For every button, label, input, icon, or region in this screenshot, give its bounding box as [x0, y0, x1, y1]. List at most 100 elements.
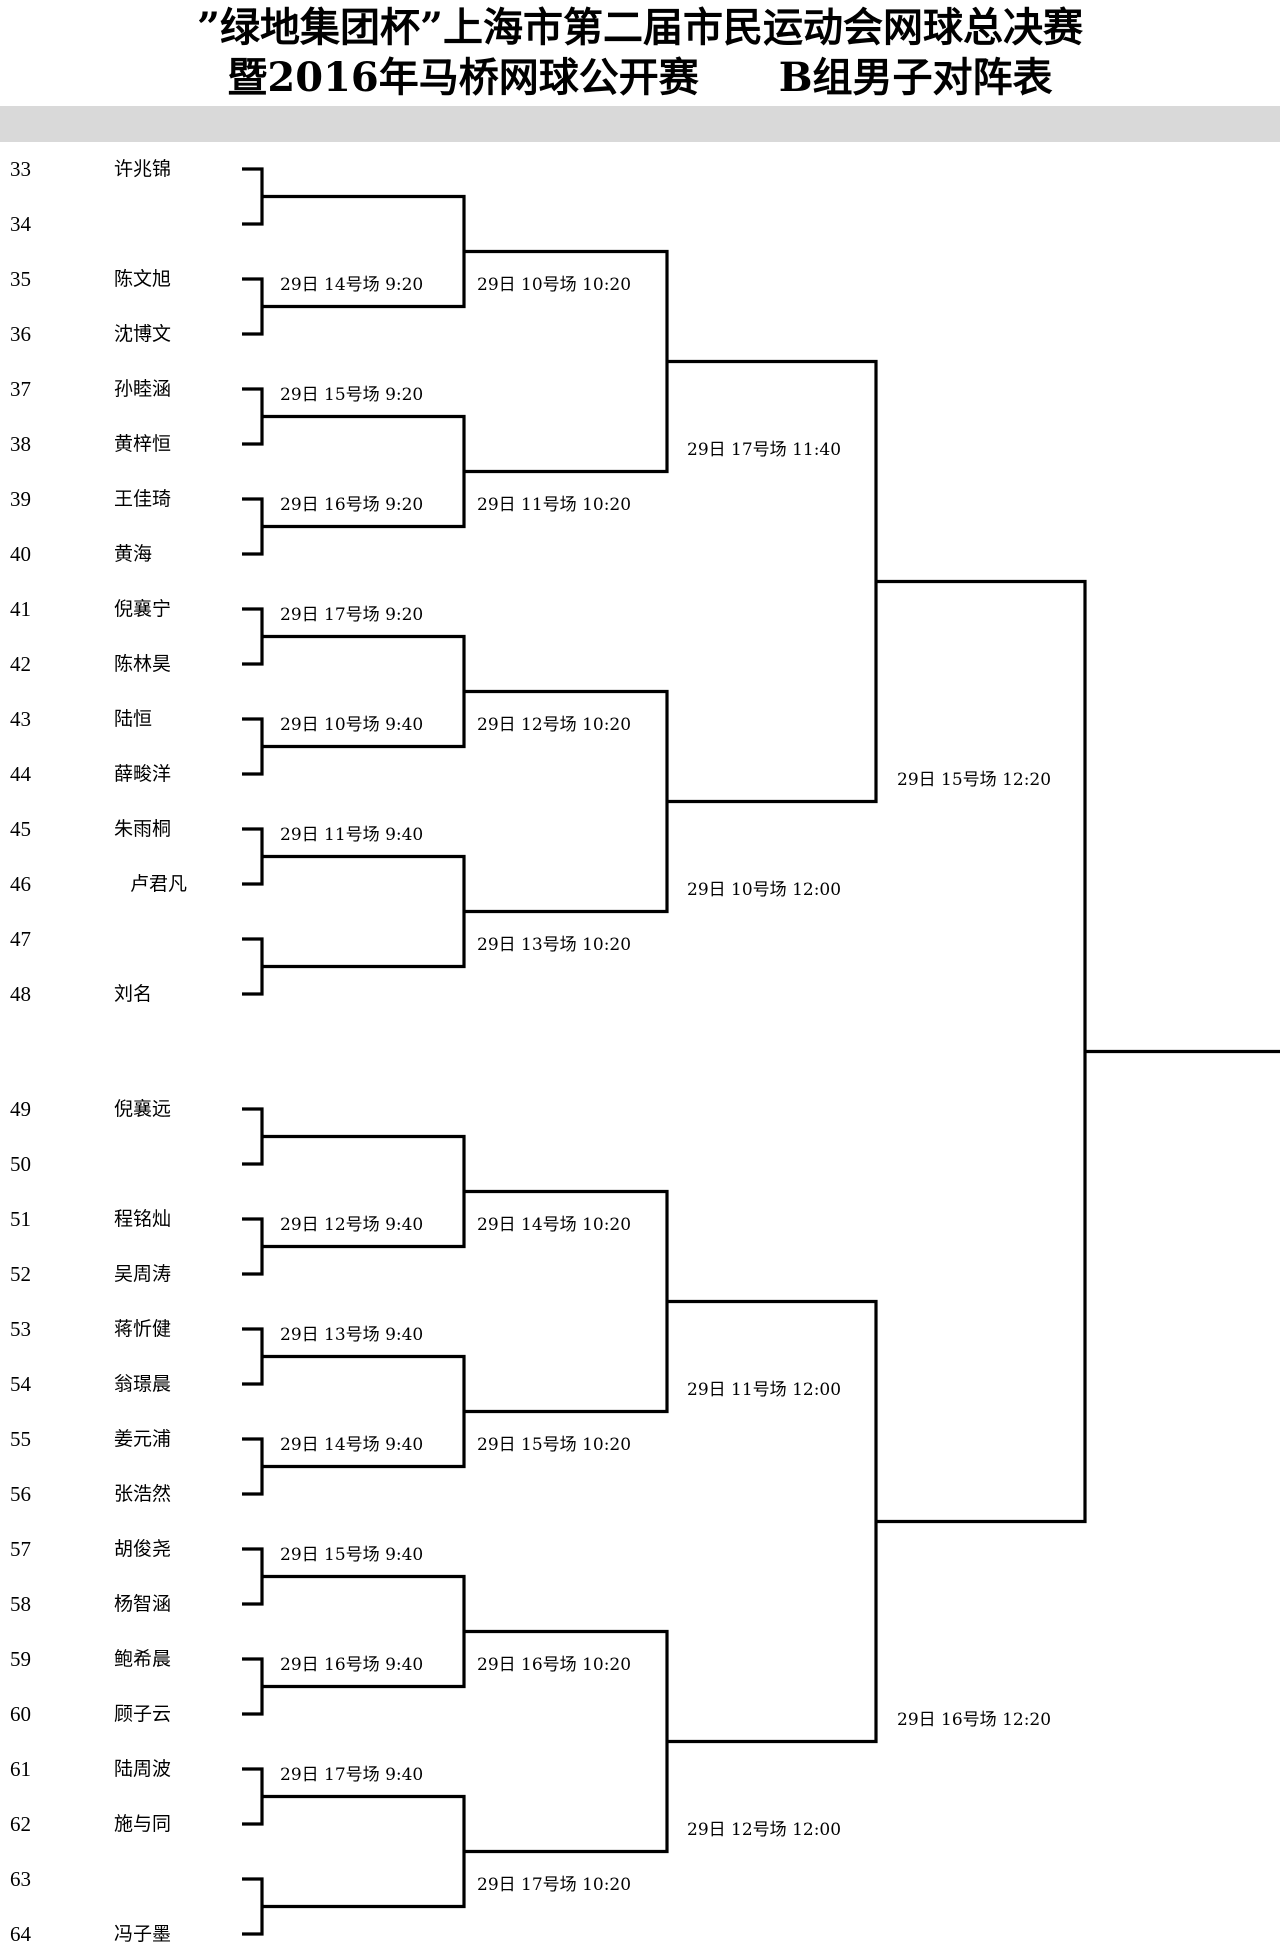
round1-bracket	[242, 167, 264, 226]
seed-number: 58	[10, 1592, 31, 1616]
round1-bracket	[242, 277, 264, 336]
player-name: 鲍希晨	[114, 1648, 172, 1670]
title-line-2: 暨2016年马桥网球公开赛 B组男子对阵表	[227, 54, 1053, 101]
match-label-round1: 29日 10号场 9:40	[280, 714, 424, 735]
seed-number: 57	[10, 1537, 31, 1561]
seed-number: 50	[10, 1152, 31, 1176]
round1-bracket	[242, 497, 264, 556]
player-name: 薛畯洋	[114, 763, 172, 785]
match-label-round3: 29日 12号场 12:00	[687, 1819, 842, 1840]
player-name: 陈文旭	[114, 268, 172, 290]
player-name: 陆恒	[114, 708, 153, 730]
seed-number: 54	[10, 1372, 31, 1396]
player-name: 顾子云	[114, 1703, 172, 1725]
seed-number: 56	[10, 1482, 31, 1506]
match-label-round2: 29日 17号场 10:20	[477, 1874, 632, 1895]
match-label-round3: 29日 11号场 12:00	[687, 1379, 842, 1400]
seed-number: 64	[10, 1922, 31, 1946]
player-name: 蒋忻健	[114, 1318, 172, 1340]
round1-bracket	[242, 1327, 264, 1386]
player-name: 沈博文	[114, 323, 172, 345]
player-name: 陆周波	[114, 1758, 172, 1780]
seed-number: 61	[10, 1757, 31, 1781]
round1-bracket	[242, 387, 264, 446]
player-name: 冯子墨	[114, 1923, 172, 1945]
round1-bracket	[242, 717, 264, 776]
seed-number: 62	[10, 1812, 31, 1836]
match-label-round2: 29日 12号场 10:20	[477, 714, 632, 735]
round2-bracket	[262, 1794, 466, 1909]
header-band	[0, 106, 1280, 142]
match-label-round1: 29日 17号场 9:20	[280, 604, 424, 625]
player-name: 胡俊尧	[114, 1538, 172, 1560]
match-label-round1: 29日 13号场 9:40	[280, 1324, 424, 1345]
player-name: 陈林昊	[114, 653, 172, 675]
seed-number: 52	[10, 1262, 31, 1286]
seed-number: 35	[10, 267, 31, 291]
seed-number: 49	[10, 1097, 31, 1121]
seed-number: 60	[10, 1702, 31, 1726]
match-label-round1: 29日 14号场 9:40	[280, 1434, 424, 1455]
seed-number: 33	[10, 157, 31, 181]
player-name: 王佳琦	[114, 488, 172, 510]
player-name: 许兆锦	[114, 158, 172, 180]
seed-number: 53	[10, 1317, 31, 1341]
player-name: 黄梓恒	[114, 433, 172, 455]
match-label-round1: 29日 17号场 9:40	[280, 1764, 424, 1785]
player-name: 施与同	[114, 1813, 172, 1835]
player-name: 朱雨桐	[114, 818, 172, 840]
seed-number: 42	[10, 652, 31, 676]
seed-number: 47	[10, 927, 31, 951]
match-label-round2: 29日 10号场 10:20	[477, 274, 632, 295]
seed-number: 43	[10, 707, 31, 731]
round1-bracket	[242, 1877, 264, 1936]
player-name: 孙睦涵	[114, 378, 172, 400]
match-label-round3: 29日 17号场 11:40	[687, 439, 842, 460]
match-label-round2: 29日 13号场 10:20	[477, 934, 632, 955]
match-label-round2: 29日 14号场 10:20	[477, 1214, 632, 1235]
round1-bracket	[242, 607, 264, 666]
match-label-round1: 29日 12号场 9:40	[280, 1214, 424, 1235]
seed-number: 37	[10, 377, 31, 401]
round2-bracket	[262, 854, 466, 969]
match-label-round4: 29日 15号场 12:20	[897, 769, 1052, 790]
seed-number: 39	[10, 487, 31, 511]
match-label-round1: 29日 11号场 9:40	[280, 824, 424, 845]
seed-number: 41	[10, 597, 31, 621]
match-label-round1: 29日 14号场 9:20	[280, 274, 424, 295]
round1-bracket	[242, 937, 264, 996]
match-label-round4: 29日 16号场 12:20	[897, 1709, 1052, 1730]
seed-number: 51	[10, 1207, 31, 1231]
seed-number: 44	[10, 762, 31, 786]
round1-bracket	[242, 1107, 264, 1166]
round4-bracket	[667, 1299, 878, 1744]
player-name: 黄海	[114, 543, 153, 565]
seed-number: 34	[10, 212, 31, 236]
player-name: 翁璟晨	[114, 1373, 172, 1395]
player-name: 倪襄远	[114, 1098, 172, 1120]
round1-bracket	[242, 1547, 264, 1606]
match-label-round1: 29日 16号场 9:20	[280, 494, 424, 515]
seed-number: 46	[10, 872, 31, 896]
seed-number: 59	[10, 1647, 31, 1671]
seed-number: 48	[10, 982, 31, 1006]
title-line-1: ”绿地集团杯”上海市第二届市民运动会网球总决赛	[196, 4, 1083, 51]
player-name: 倪襄宁	[114, 598, 172, 620]
match-label-round3: 29日 10号场 12:00	[687, 879, 842, 900]
match-label-round2: 29日 16号场 10:20	[477, 1654, 632, 1675]
round4-bracket	[667, 359, 878, 804]
seed-number: 45	[10, 817, 31, 841]
round1-bracket	[242, 1437, 264, 1496]
match-label-round1: 29日 15号场 9:20	[280, 384, 424, 405]
player-name: 刘名	[114, 983, 153, 1005]
seed-number: 38	[10, 432, 31, 456]
player-name: 张浩然	[114, 1483, 172, 1505]
round1-bracket	[242, 1657, 264, 1716]
player-name: 姜元浦	[114, 1428, 172, 1450]
round1-bracket	[242, 1217, 264, 1276]
seed-number: 55	[10, 1427, 31, 1451]
match-label-round2: 29日 15号场 10:20	[477, 1434, 632, 1455]
seed-number: 36	[10, 322, 31, 346]
player-name: 卢君凡	[130, 873, 188, 895]
